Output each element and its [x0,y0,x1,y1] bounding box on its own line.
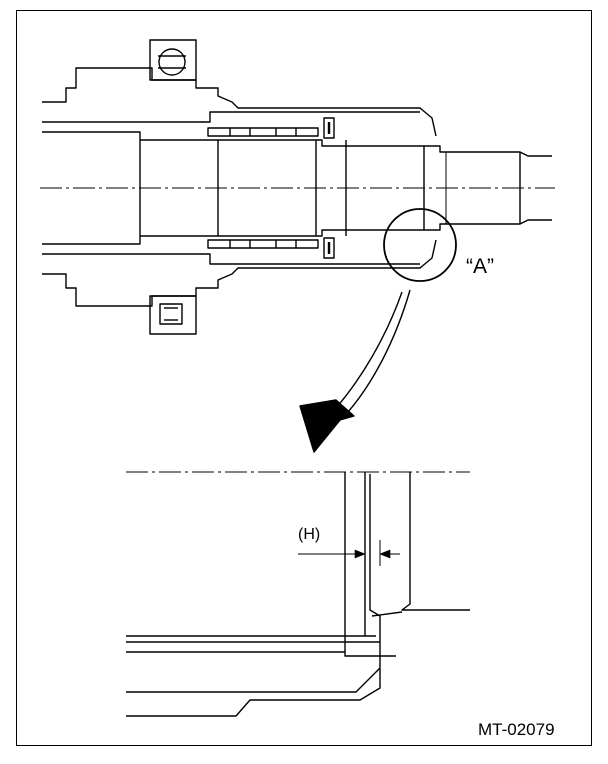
detail-arrow [335,289,411,413]
detail-callout-label: “A” [466,255,494,278]
figure-code: MT-02079 [478,720,555,739]
detail-circle [383,208,457,282]
shaft-assembly [40,39,555,335]
figure-frame [16,10,592,746]
arrowhead [299,399,355,453]
detail-view [126,471,470,717]
dimension-label: (H) [298,526,321,543]
